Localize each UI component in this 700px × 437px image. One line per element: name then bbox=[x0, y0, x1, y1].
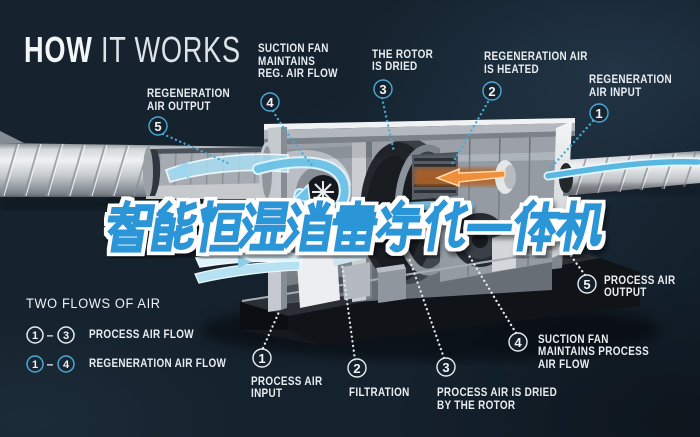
svg-text:1: 1 bbox=[258, 351, 265, 366]
svg-text:1: 1 bbox=[32, 359, 38, 371]
svg-text:3: 3 bbox=[442, 360, 449, 375]
svg-text:3: 3 bbox=[379, 82, 386, 97]
svg-text:4: 4 bbox=[266, 95, 274, 110]
svg-text:3: 3 bbox=[63, 330, 69, 342]
svg-text:–: – bbox=[47, 357, 54, 371]
svg-text:5: 5 bbox=[583, 277, 590, 292]
svg-text:4: 4 bbox=[514, 335, 522, 350]
svg-text:2: 2 bbox=[353, 361, 360, 376]
svg-text:4: 4 bbox=[63, 359, 70, 371]
svg-text:2: 2 bbox=[488, 84, 495, 99]
svg-text:–: – bbox=[47, 328, 54, 342]
svg-text:1: 1 bbox=[595, 106, 602, 121]
svg-text:5: 5 bbox=[154, 119, 161, 134]
svg-text:1: 1 bbox=[32, 330, 38, 342]
